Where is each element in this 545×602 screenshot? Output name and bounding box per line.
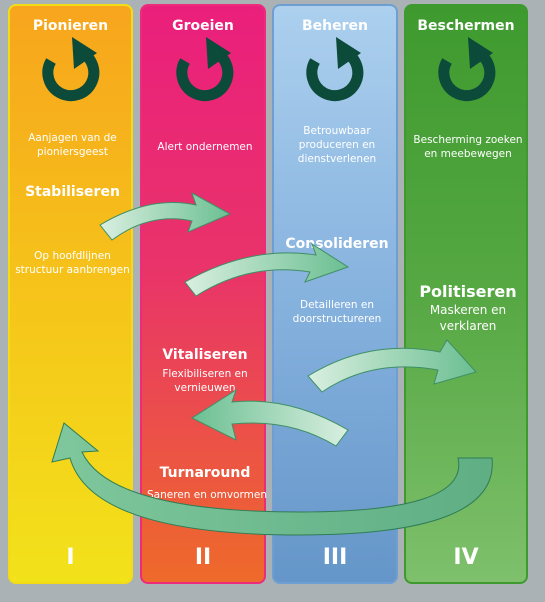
- curved-arrow-icon: [99, 191, 232, 241]
- stage-description: Maskeren en verklaren: [429, 303, 507, 333]
- phase-number: III: [322, 545, 348, 570]
- curved-arrow-icon: [307, 339, 477, 393]
- stage-title: Vitaliseren: [162, 347, 248, 363]
- stage-description: Saneren en omvormen: [147, 489, 267, 501]
- column-beheren: Beheren III: [272, 4, 398, 584]
- stage-description: Op hoofdlijnen structuur aanbrengen: [15, 250, 130, 276]
- phase-number: I: [66, 545, 75, 570]
- column-description: Bescherming zoeken en meebewegen: [413, 134, 523, 160]
- column-title: Beschermen: [417, 18, 515, 34]
- curved-arrow-icon: [184, 242, 350, 297]
- stage-title: Stabiliseren: [25, 184, 120, 200]
- column-description: Aanjagen van de pioniersgeest: [28, 132, 117, 158]
- stage-description: Flexibiliseren en vernieuwen: [162, 368, 248, 394]
- phase-number: II: [194, 545, 212, 570]
- stage-title: Turnaround: [159, 465, 251, 481]
- column-title: Beheren: [302, 18, 368, 34]
- curved-arrow-icon: [51, 422, 493, 536]
- stage-title: Consolideren: [285, 236, 389, 252]
- column-description: Alert ondernemen: [157, 141, 253, 153]
- column-title: Groeien: [172, 18, 234, 34]
- column-description: Betrouwbaar produceren en dienstverlenen: [297, 125, 377, 165]
- stage-title: Politiseren: [419, 282, 517, 301]
- stage-description: Detailleren en doorstructureren: [292, 299, 382, 325]
- curved-arrow-icon: [190, 388, 349, 447]
- phase-number: IV: [453, 545, 479, 570]
- column-groeien: Groeien II: [140, 4, 266, 584]
- column-title: Pionieren: [32, 18, 109, 34]
